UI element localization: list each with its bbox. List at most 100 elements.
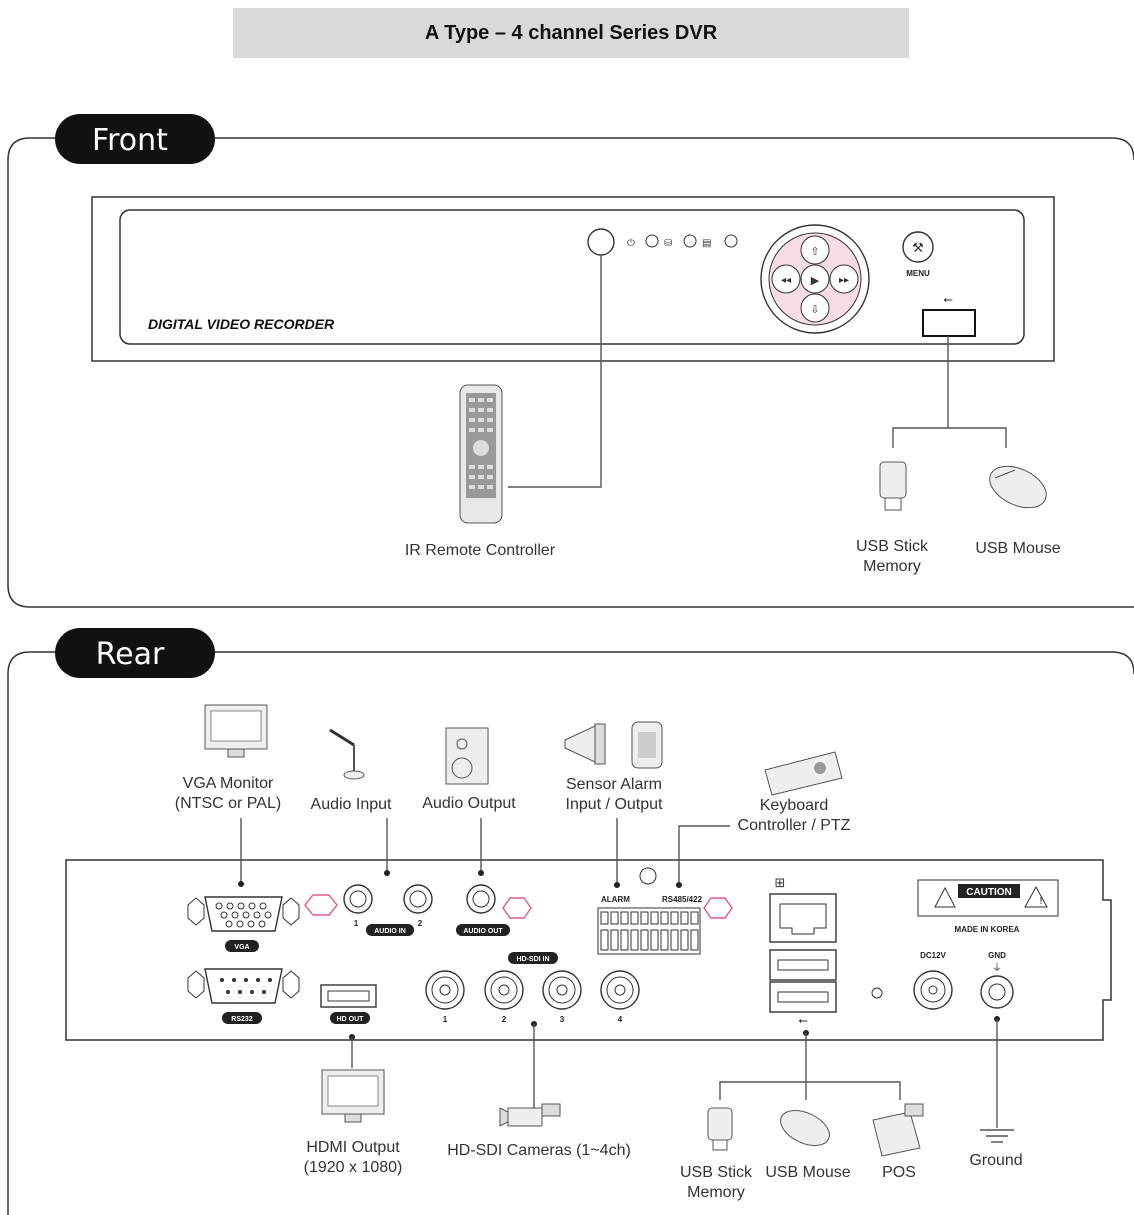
front-tab xyxy=(55,114,215,164)
vga-monitor-label-1: VGA Monitor xyxy=(183,775,274,792)
bnc-port-3[interactable] xyxy=(542,970,582,1010)
ir-remote-label: IR Remote Controller xyxy=(405,542,556,559)
hd-sdi-cameras-label: HD-SDI Cameras (1~4ch) xyxy=(447,1142,631,1159)
screw-hex xyxy=(502,897,532,919)
led xyxy=(645,234,659,248)
led xyxy=(724,234,738,248)
usb-icon: ⭠ xyxy=(943,292,953,306)
sensor-alarm-label-1: Sensor Alarm xyxy=(566,776,662,793)
ground-symbol-icon xyxy=(980,1129,1014,1143)
audio-out-jack[interactable] xyxy=(466,884,496,914)
usb-stick-label-2: Memory xyxy=(863,558,921,575)
nav-pad[interactable]: ⇧ ⇩ ◂◂ ▸▸ ▶ xyxy=(760,224,870,334)
audio-out-label: AUDIO OUT xyxy=(463,928,503,935)
rear-usb-mouse-label: USB Mouse xyxy=(765,1164,850,1181)
hd-out-label: HD OUT xyxy=(337,1016,365,1023)
dc12v-label: DC12V xyxy=(920,951,946,960)
caution-text: CAUTION xyxy=(966,887,1012,898)
hdsdi-in-label: HD-SDI IN xyxy=(516,956,549,963)
rear-usb-port-1[interactable] xyxy=(769,949,837,981)
rear-usb-stick-label-2: Memory xyxy=(687,1184,745,1201)
rs232-port[interactable] xyxy=(187,968,300,1004)
rear-tab xyxy=(55,628,215,678)
network-icon: ⊞ xyxy=(775,876,786,891)
rewind-button[interactable] xyxy=(771,264,801,294)
rs485-label: RS485/422 xyxy=(662,895,703,904)
bnc-3-num: 3 xyxy=(560,1015,565,1024)
rear-usb-stick-label-1: USB Stick xyxy=(680,1164,753,1181)
panel-logo: DIGITAL VIDEO RECORDER xyxy=(148,316,335,332)
rear-tab-label: Rear xyxy=(96,637,165,672)
bnc-2-num: 2 xyxy=(502,1015,507,1024)
bnc-1-num: 1 xyxy=(443,1015,448,1024)
rewind-icon: ◂◂ xyxy=(781,275,791,286)
ground-label: Ground xyxy=(969,1152,1022,1169)
ground-icon: ⏚ xyxy=(992,962,1002,974)
hd-out-port[interactable] xyxy=(320,984,377,1008)
gnd-terminal[interactable] xyxy=(980,975,1014,1009)
vga-port[interactable] xyxy=(187,896,300,932)
screw-hole xyxy=(639,867,657,885)
caution-label: CAUTION ! xyxy=(917,879,1059,917)
menu-label: MENU xyxy=(906,269,930,278)
front-usb-port[interactable] xyxy=(922,309,976,337)
menu-button[interactable] xyxy=(902,231,934,263)
led xyxy=(683,234,697,248)
keyboard-label-2: Controller / PTZ xyxy=(738,817,851,834)
audio-out-pill xyxy=(456,924,510,936)
usb-icon: ⭠ xyxy=(798,1013,808,1027)
ptz-keyboard-icon xyxy=(764,751,843,796)
bnc-port-1[interactable] xyxy=(425,970,465,1010)
camera-icon xyxy=(499,1103,561,1127)
up-arrow-icon: ⇧ xyxy=(810,246,819,258)
hdmi-monitor-icon xyxy=(321,1069,385,1123)
audio-output-label: Audio Output xyxy=(422,795,516,812)
bnc-port-2[interactable] xyxy=(484,970,524,1010)
microphone-icon xyxy=(329,728,365,780)
gnd-label: GND xyxy=(988,951,1006,960)
usb-mouse-icon xyxy=(780,1110,830,1146)
audio-in-1-jack[interactable] xyxy=(343,884,373,914)
lan-port[interactable] xyxy=(769,893,837,943)
motion-sensor-icon xyxy=(631,721,663,769)
screw-hex xyxy=(703,897,733,919)
pos-label: POS xyxy=(882,1164,916,1181)
audio-in-1-num: 1 xyxy=(354,919,359,928)
down-button[interactable] xyxy=(800,293,830,323)
ir-receiver xyxy=(587,228,615,256)
rs232-pill xyxy=(222,1012,262,1024)
usb-mouse-label: USB Mouse xyxy=(975,540,1060,557)
forward-icon: ▸▸ xyxy=(839,275,849,286)
dc12v-jack[interactable] xyxy=(913,970,953,1010)
tools-icon: ⚒ xyxy=(912,241,924,256)
ir-remote-icon xyxy=(459,384,503,524)
alarm-label: ALARM xyxy=(601,895,630,904)
alarm-terminal-block[interactable] xyxy=(597,907,701,955)
up-button[interactable] xyxy=(800,235,830,265)
made-in-korea: MADE IN KOREA xyxy=(955,925,1020,934)
bnc-4-num: 4 xyxy=(618,1015,623,1024)
usb-stick-icon xyxy=(707,1107,733,1151)
vga-monitor-icon xyxy=(204,704,268,758)
vga-port-label: VGA xyxy=(234,944,249,951)
vga-pill xyxy=(225,940,259,952)
usb-stick-icon xyxy=(879,461,907,511)
status-leds: ⏻ ⛁ ▤ xyxy=(627,234,738,249)
pos-terminal-icon xyxy=(872,1103,924,1157)
rear-usb-port-2[interactable] xyxy=(769,981,837,1013)
usb-mouse-icon xyxy=(989,465,1047,509)
hdmi-output-label-1: HDMI Output xyxy=(306,1139,400,1156)
audio-in-pill xyxy=(366,924,414,936)
audio-in-2-num: 2 xyxy=(418,919,423,928)
screw-hex xyxy=(304,894,338,916)
down-arrow-icon: ⇩ xyxy=(810,304,819,316)
warning-icon: ! xyxy=(1039,896,1043,907)
audio-in-2-jack[interactable] xyxy=(403,884,433,914)
power-icon: ⏻ xyxy=(627,238,635,249)
hdsdi-pill xyxy=(508,952,558,964)
forward-button[interactable] xyxy=(829,264,859,294)
bnc-port-4[interactable] xyxy=(600,970,640,1010)
siren-icon xyxy=(564,723,606,765)
play-enter-button[interactable] xyxy=(800,264,830,294)
